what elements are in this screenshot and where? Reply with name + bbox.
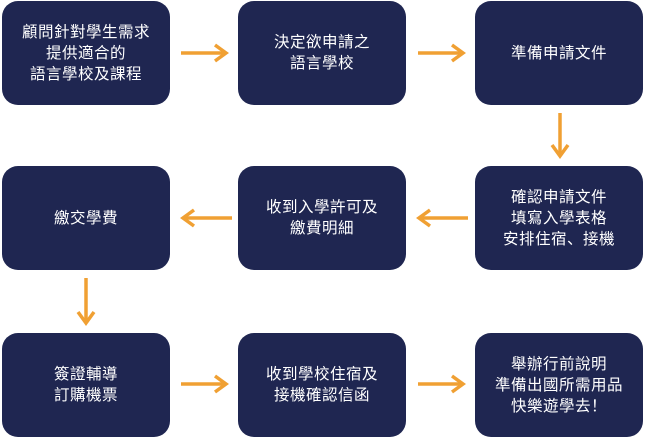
step-8-box: 收到學校住宿及 接機確認信函	[238, 333, 406, 437]
step-1-box: 顧問針對學生需求 提供適合的 語言學校及課程	[2, 1, 170, 105]
step-3-box: 準備申請文件	[475, 1, 643, 105]
step-4-box: 確認申請文件 填寫入學表格 安排住宿、接機	[475, 166, 643, 270]
step-1-label: 顧問針對學生需求 提供適合的 語言學校及課程	[21, 22, 150, 83]
step-2-box: 決定欲申請之 語言學校	[238, 1, 406, 105]
step-6-label: 繳交學費	[53, 208, 118, 227]
step-7-label: 簽證輔導 訂購機票	[53, 365, 118, 404]
step-7-box: 簽證輔導 訂購機票	[2, 333, 170, 437]
step-2-label: 決定欲申請之 語言學校	[273, 33, 370, 72]
step-6-box: 繳交學費	[2, 166, 170, 270]
step-8-label: 收到學校住宿及 接機確認信函	[265, 365, 378, 404]
step-9-label: 舉辦行前說明 準備出國所需用品 快樂遊學去！	[494, 354, 623, 415]
arrow-right-icon	[181, 374, 229, 394]
arrow-left-icon	[416, 208, 468, 228]
arrow-right-icon	[418, 43, 466, 63]
step-5-label: 收到入學許可及 繳費明細	[265, 198, 378, 237]
arrow-down-icon	[550, 113, 570, 159]
arrow-down-icon	[76, 278, 96, 326]
arrow-right-icon	[181, 43, 229, 63]
step-9-box: 舉辦行前說明 準備出國所需用品 快樂遊學去！	[475, 333, 643, 437]
step-3-label: 準備申請文件	[510, 43, 607, 62]
step-5-box: 收到入學許可及 繳費明細	[238, 166, 406, 270]
arrow-right-icon	[418, 374, 466, 394]
arrow-left-icon	[180, 208, 232, 228]
step-4-label: 確認申請文件 填寫入學表格 安排住宿、接機	[502, 187, 615, 248]
